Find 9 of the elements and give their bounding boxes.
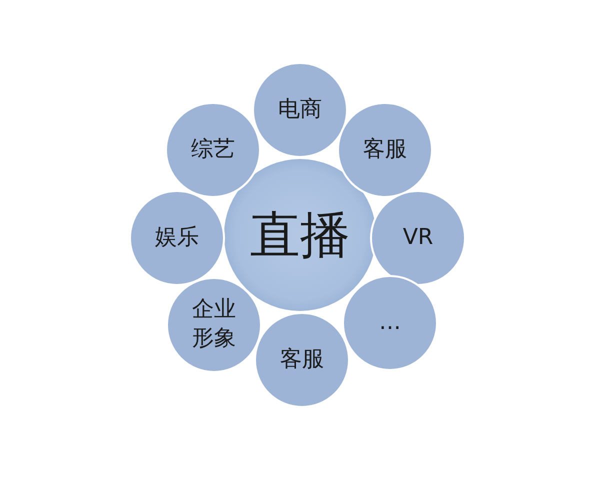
circle-label: 企业形象 [190, 296, 237, 353]
circle-label: 直播 [250, 204, 350, 266]
circle-label: 电商 [278, 96, 322, 124]
circle-label: VR [402, 224, 434, 252]
circle-label: 客服 [280, 346, 324, 374]
circle-label: 综艺 [191, 136, 235, 164]
circle-label: 娱乐 [155, 224, 199, 252]
circle-label: … [379, 308, 401, 337]
circle-label: 客服 [363, 136, 407, 164]
